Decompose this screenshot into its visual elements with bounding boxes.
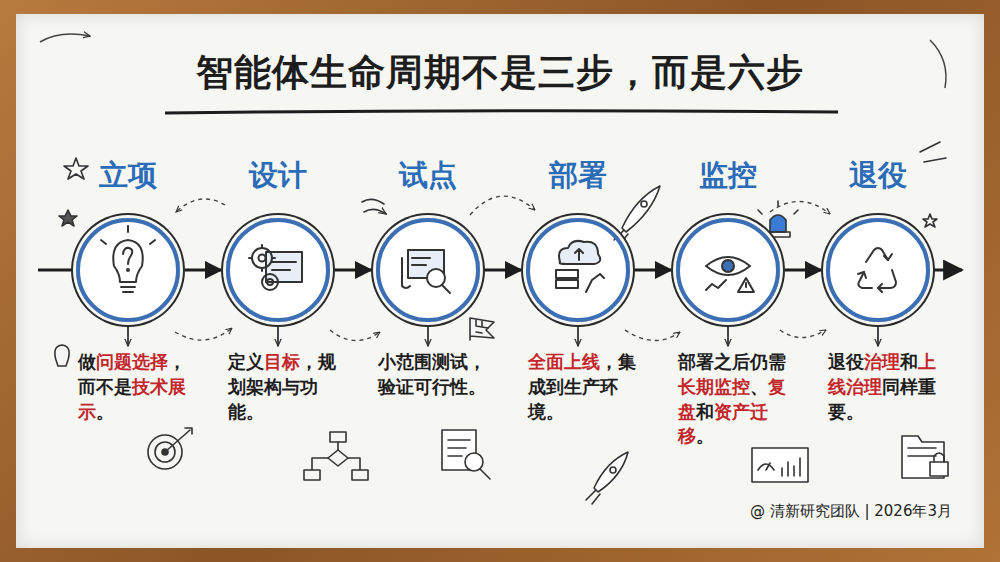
stage-description: 小范围测试，验证可行性。 (378, 350, 502, 400)
stage-heading: 监控 (642, 156, 814, 196)
stage-circle: 试点小范围测试，验证可行性。 (376, 218, 480, 322)
diagram-title: 智能体生命周期不是三步，而是六步 (0, 48, 1000, 98)
footer-credit: @ 清新研究团队 | 2026年3月 (750, 502, 952, 521)
flow-arrow (335, 269, 371, 272)
stage-description: 定义目标，规划架构与功能。 (228, 350, 352, 424)
stage-description: 退役治理和上线治理同样重要。 (828, 350, 952, 424)
stage-description: 做问题选择，而不是技术展示。 (78, 350, 202, 424)
stage-heading: 试点 (342, 156, 514, 196)
stage-heading: 立项 (42, 156, 214, 196)
stage-heading: 设计 (192, 156, 364, 196)
stage-description: 全面上线，集成到生产环境。 (528, 350, 652, 424)
stage-circle: 部署全面上线，集成到生产环境。 (526, 218, 630, 322)
flow-arrow (185, 269, 221, 272)
stage-heading: 部署 (492, 156, 664, 196)
stage-circle: 设计定义目标，规划架构与功能。 (226, 218, 330, 322)
stage-circle: 立项做问题选择，而不是技术展示。 (76, 218, 180, 322)
stage-description: 部署之后仍需长期监控、复盘和资产迁移。 (678, 350, 802, 449)
stage-circle: 退役退役治理和上线治理同样重要。 (826, 218, 930, 322)
stage-circle: 监控部署之后仍需长期监控、复盘和资产迁移。 (676, 218, 780, 322)
flow-arrow (785, 269, 821, 272)
stage-heading: 退役 (792, 156, 964, 196)
flow-arrow (485, 269, 521, 272)
flow-arrow (635, 269, 671, 272)
